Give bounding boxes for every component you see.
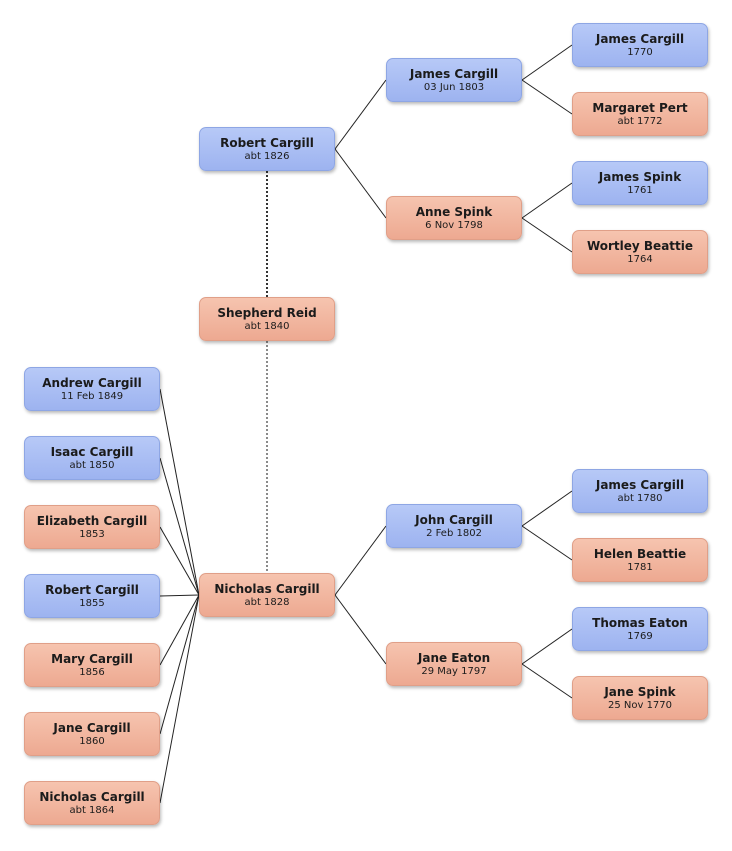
person-date: 29 May 1797 [421,665,487,677]
person-name: Isaac Cargill [50,444,134,459]
child-link-line [159,594,200,735]
person-date: 1853 [79,528,105,540]
parent-link-line [521,628,573,665]
person-date: 6 Nov 1798 [425,219,483,231]
person-name: Robert Cargill [220,135,314,150]
person-date: 11 Feb 1849 [60,390,124,402]
person-name: Nicholas Cargill [214,581,320,596]
person-robert-cargill-1855[interactable]: Robert Cargill 1855 [24,574,160,618]
person-name: Andrew Cargill [42,375,142,390]
person-name: Anne Spink [415,204,493,219]
person-date: 1770 [627,46,653,58]
person-name: Helen Beattie [593,546,687,561]
person-name: Margaret Pert [592,100,688,115]
parent-link-line [334,525,387,596]
person-name: James Cargill [409,66,499,81]
parent-link-line [521,182,573,219]
parent-link-line [521,79,573,115]
person-andrew-cargill[interactable]: Andrew Cargill 11 Feb 1849 [24,367,160,411]
parent-link-line [521,217,573,253]
person-date: 1764 [627,253,653,265]
person-date: abt 1864 [69,804,115,816]
person-name: Nicholas Cargill [39,789,145,804]
child-link-line [159,457,200,596]
person-date: abt 1780 [617,492,663,504]
person-john-cargill-1802[interactable]: John Cargill 2 Feb 1802 [386,504,522,548]
person-date: 1860 [79,735,105,747]
child-link-line [159,594,200,597]
child-link-line [159,594,200,666]
child-link-line [159,594,200,804]
person-date: 03 Jun 1803 [423,81,485,93]
person-mary-cargill[interactable]: Mary Cargill 1856 [24,643,160,687]
child-link-line [159,526,200,596]
person-date: abt 1772 [617,115,663,127]
person-name: Wortley Beattie [586,238,694,253]
person-james-cargill-1780[interactable]: James Cargill abt 1780 [572,469,708,513]
person-name: Shepherd Reid [217,305,317,320]
person-jane-eaton[interactable]: Jane Eaton 29 May 1797 [386,642,522,686]
person-margaret-pert[interactable]: Margaret Pert abt 1772 [572,92,708,136]
person-james-spink[interactable]: James Spink 1761 [572,161,708,205]
person-name: James Spink [598,169,682,184]
parent-link-line [521,525,573,561]
person-date: abt 1828 [244,596,290,608]
person-elizabeth-cargill[interactable]: Elizabeth Cargill 1853 [24,505,160,549]
person-date: 1781 [627,561,653,573]
person-thomas-eaton[interactable]: Thomas Eaton 1769 [572,607,708,651]
person-nicholas-cargill-1864[interactable]: Nicholas Cargill abt 1864 [24,781,160,825]
person-robert-cargill-1826[interactable]: Robert Cargill abt 1826 [199,127,335,171]
person-date: abt 1850 [69,459,115,471]
person-jane-cargill[interactable]: Jane Cargill 1860 [24,712,160,756]
parent-link-line [334,79,387,150]
person-name: Elizabeth Cargill [36,513,148,528]
person-name: John Cargill [415,512,493,527]
person-james-cargill-1803[interactable]: James Cargill 03 Jun 1803 [386,58,522,102]
person-date: abt 1826 [244,150,290,162]
parent-link-line [521,490,573,527]
person-nicholas-cargill-1828[interactable]: Nicholas Cargill abt 1828 [199,573,335,617]
person-isaac-cargill[interactable]: Isaac Cargill abt 1850 [24,436,160,480]
person-date: 1769 [627,630,653,642]
person-name: Robert Cargill [45,582,139,597]
person-name: Jane Cargill [53,720,131,735]
person-name: Jane Eaton [417,650,491,665]
person-date: 1856 [79,666,105,678]
person-james-cargill-1770[interactable]: James Cargill 1770 [572,23,708,67]
person-anne-spink[interactable]: Anne Spink 6 Nov 1798 [386,196,522,240]
person-name: James Cargill [595,31,685,46]
person-name: James Cargill [595,477,685,492]
parent-link-line [521,663,573,699]
parent-link-line [334,148,387,219]
person-date: 25 Nov 1770 [607,699,673,711]
child-link-line [159,388,200,596]
parent-link-line [334,594,387,665]
person-wortley-beattie[interactable]: Wortley Beattie 1764 [572,230,708,274]
person-name: Thomas Eaton [592,615,688,630]
person-name: Mary Cargill [51,651,133,666]
person-date: 1855 [79,597,105,609]
person-date: abt 1840 [244,320,290,332]
person-date: 2 Feb 1802 [426,527,482,539]
person-date: 1761 [627,184,653,196]
person-helen-beattie[interactable]: Helen Beattie 1781 [572,538,708,582]
person-jane-spink[interactable]: Jane Spink 25 Nov 1770 [572,676,708,720]
parent-link-line [521,44,573,81]
person-name: Jane Spink [604,684,676,699]
person-shepherd-reid[interactable]: Shepherd Reid abt 1840 [199,297,335,341]
